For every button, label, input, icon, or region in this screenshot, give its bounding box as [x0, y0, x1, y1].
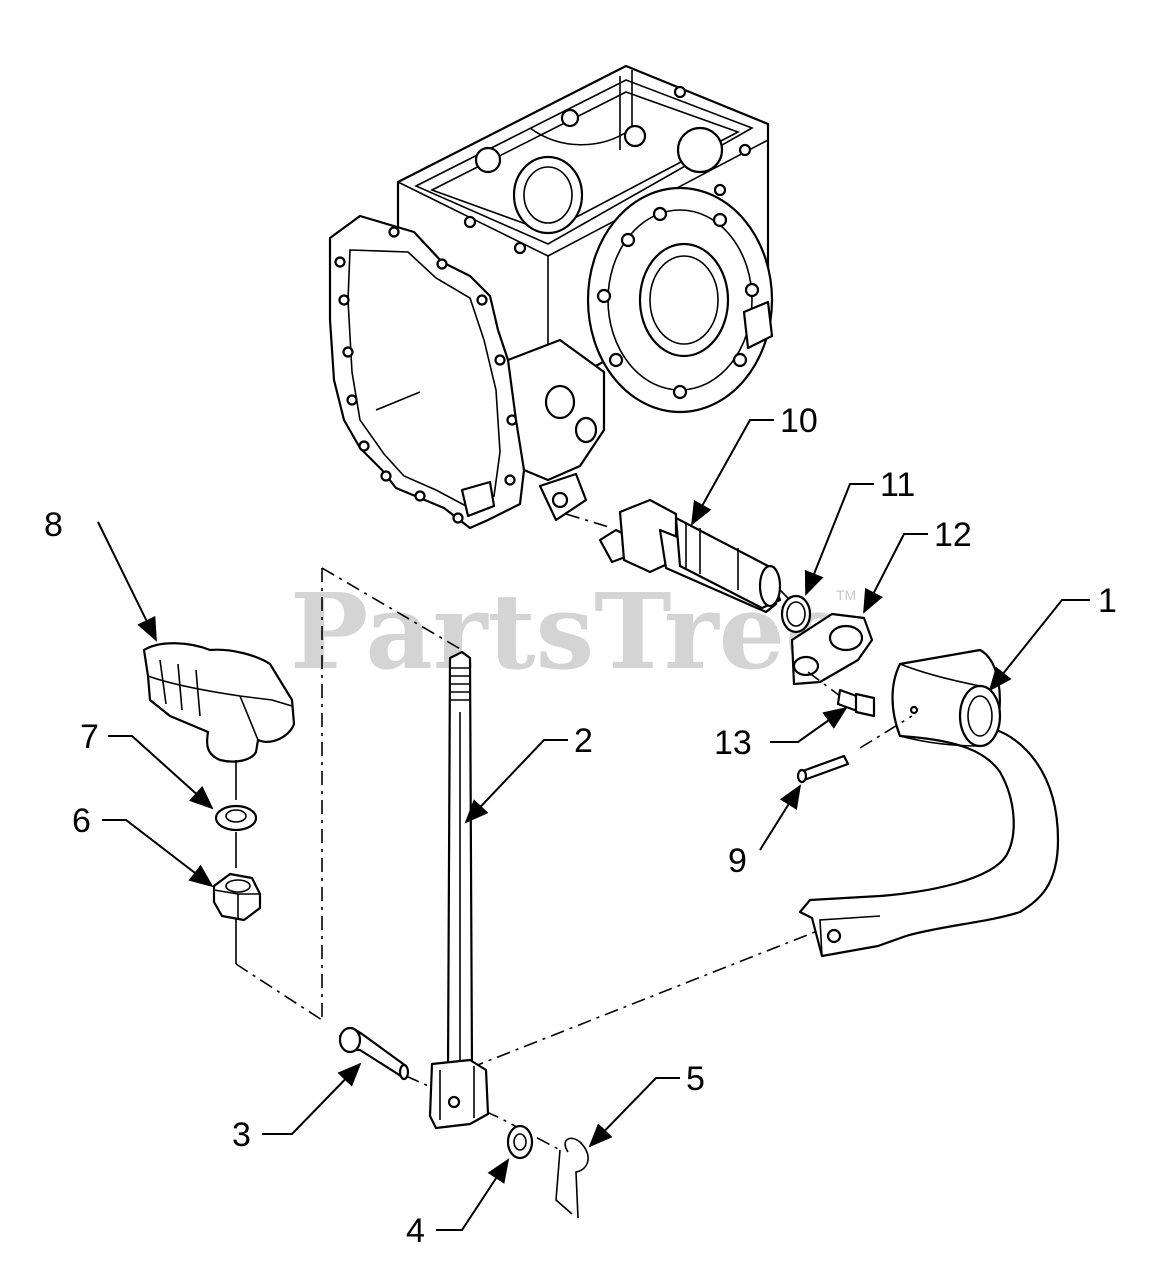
part-3-clevis-pin — [338, 1026, 410, 1081]
part-5-hairpin-clip — [555, 1137, 589, 1219]
callout-9: 9 — [728, 842, 747, 880]
callout-11: 11 — [880, 466, 915, 504]
part-7-washer — [214, 804, 258, 832]
callout-8: 8 — [44, 506, 63, 544]
leader-12 — [863, 533, 928, 614]
leader-lines — [97, 419, 1090, 1231]
part-6-nut — [212, 872, 262, 922]
part-8-knob — [142, 642, 296, 763]
callout-7: 7 — [80, 718, 99, 756]
part-9-roll-pin — [796, 715, 913, 784]
callout-1: 1 — [1098, 582, 1117, 620]
callout-labels: 1 2 3 4 5 6 7 8 9 10 11 12 13 — [44, 402, 1117, 1250]
part-2-shift-rod — [428, 650, 490, 1130]
callout-5: 5 — [686, 1060, 705, 1098]
part-10-shift-shaft — [565, 498, 801, 614]
leader-7 — [108, 735, 214, 810]
leader-5 — [588, 1077, 680, 1148]
leader-3 — [262, 1062, 362, 1135]
callout-12: 12 — [934, 516, 972, 554]
callout-6: 6 — [72, 802, 91, 840]
callout-13: 13 — [714, 724, 752, 762]
part-11-o-ring — [780, 594, 812, 634]
callout-2: 2 — [574, 722, 593, 760]
callout-4: 4 — [406, 1212, 425, 1250]
leader-13 — [770, 706, 848, 743]
leader-1 — [988, 599, 1090, 692]
leader-8 — [97, 521, 157, 642]
part-1-shift-lever — [798, 648, 1060, 958]
leader-4 — [436, 1158, 510, 1231]
leader-10 — [691, 419, 774, 526]
part-4-washer — [506, 1124, 534, 1160]
part-12-plate — [790, 612, 874, 686]
watermark-trademark: TM — [836, 587, 856, 603]
leader-6 — [102, 819, 214, 888]
part-13-bolt — [807, 671, 876, 718]
leader-9 — [759, 784, 802, 851]
callout-10: 10 — [780, 402, 818, 440]
transmission-housing — [328, 64, 774, 530]
leader-11 — [804, 483, 874, 596]
leader-2 — [464, 739, 568, 824]
callout-3: 3 — [232, 1116, 251, 1154]
